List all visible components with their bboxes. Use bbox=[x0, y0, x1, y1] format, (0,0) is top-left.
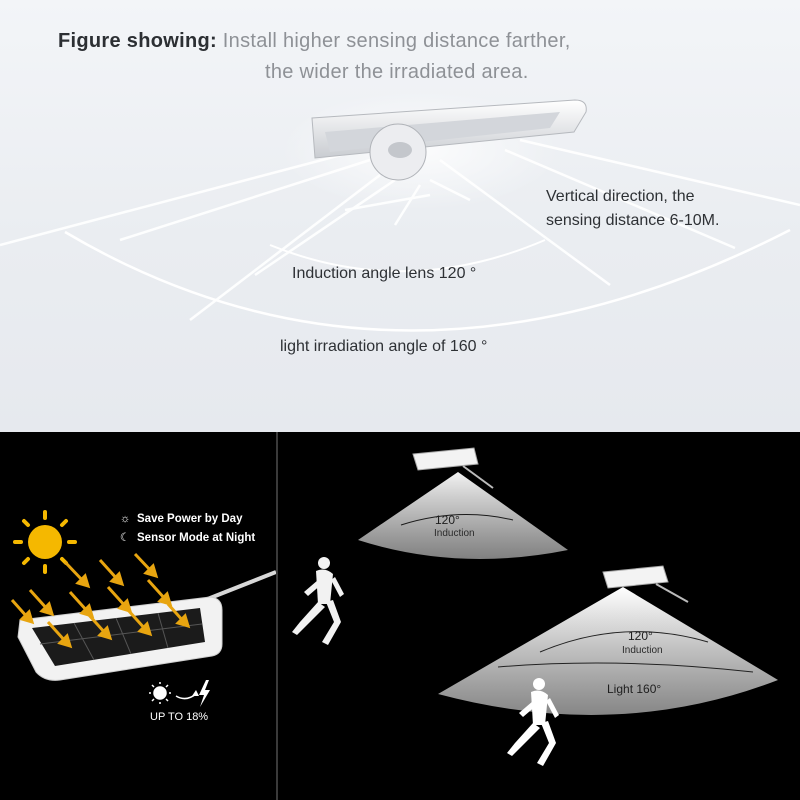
feature-night: ☾ Sensor Mode at Night bbox=[118, 530, 255, 544]
lower-induction-caption: Induction bbox=[622, 645, 663, 656]
top-diagram-panel: Figure showing: Install higher sensing d… bbox=[0, 0, 800, 432]
sun-small-icon: ☼ bbox=[119, 513, 131, 525]
upper-lamp bbox=[412, 447, 494, 489]
sensing-distance-label: sensing distance 6-10M. bbox=[546, 212, 720, 229]
figure-title-label: Figure showing: bbox=[58, 30, 217, 52]
lower-beam bbox=[438, 587, 778, 715]
efficiency-sun-icon bbox=[149, 682, 171, 704]
upper-beam bbox=[358, 472, 568, 559]
irradiation-arc bbox=[64, 228, 791, 332]
vertical-direction-label: Vertical direction, the bbox=[546, 188, 695, 205]
irradiation-angle-label: light irradiation angle of 160 ° bbox=[280, 338, 488, 355]
feature-night-label: Sensor Mode at Night bbox=[137, 532, 256, 544]
sun-icon bbox=[13, 510, 77, 574]
lamp-fixture bbox=[311, 99, 587, 181]
sunlight-arrows bbox=[10, 552, 191, 649]
sensor-range-section: 120° Induction 120° Induction Light 160° bbox=[278, 432, 800, 800]
lower-lamp bbox=[602, 565, 689, 603]
feature-day: ☼ Save Power by Day bbox=[118, 513, 243, 525]
panel-divider bbox=[276, 432, 278, 800]
moon-icon: ☾ bbox=[119, 532, 131, 544]
feature-day-label: Save Power by Day bbox=[137, 513, 243, 525]
runner-upper bbox=[292, 557, 344, 645]
efficiency-label: UP TO 18% bbox=[150, 711, 209, 723]
sensor-beam-illustration bbox=[292, 447, 778, 766]
induction-arc bbox=[269, 239, 546, 273]
upper-induction-angle: 120° bbox=[435, 513, 460, 527]
sensing-range-diagram bbox=[0, 90, 800, 332]
lower-induction-angle: 120° bbox=[628, 629, 653, 643]
figure-title: Figure showing: Install higher sensing d… bbox=[58, 30, 571, 53]
solar-panel bbox=[17, 596, 223, 681]
solar-panel-section: ☼ Save Power by Day ☾ Sensor Mode at Night… bbox=[0, 432, 276, 800]
runner-lower bbox=[507, 678, 559, 766]
lightning-icon bbox=[199, 680, 210, 707]
figure-title-text: Install higher sensing distance farther, bbox=[216, 30, 571, 52]
light-angle-label: Light 160° bbox=[607, 682, 662, 696]
induction-angle-label: Induction angle lens 120 ° bbox=[292, 265, 477, 282]
figure-title-line2: the wider the irradiated area. bbox=[265, 61, 529, 83]
solar-panel-illustration bbox=[10, 510, 276, 707]
upper-induction-caption: Induction bbox=[434, 528, 475, 539]
